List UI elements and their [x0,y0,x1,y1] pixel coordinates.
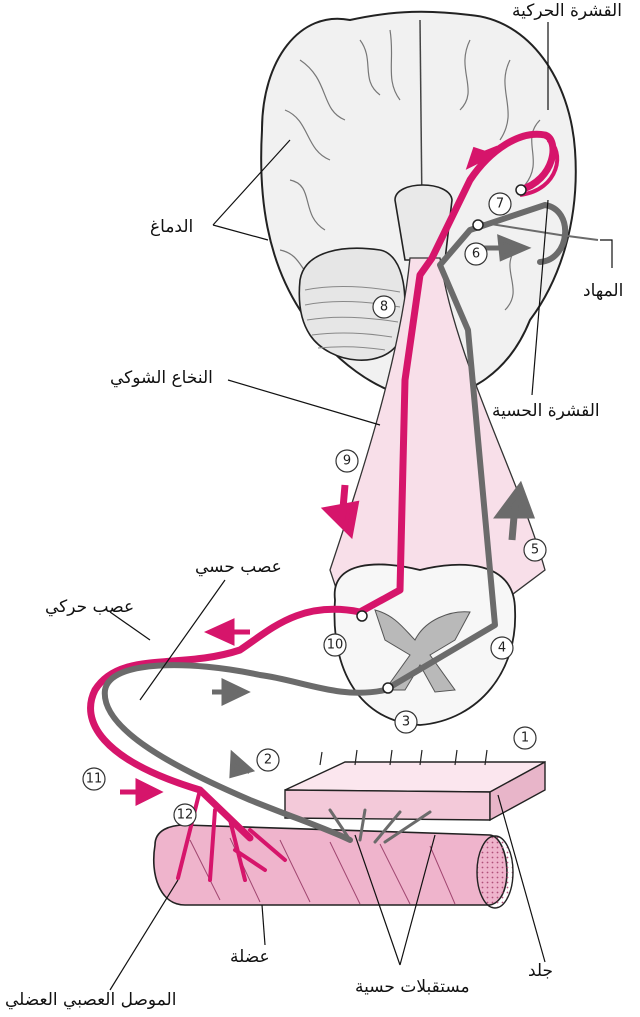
synapse-dot [382,682,394,694]
step-4: 4 [490,636,514,660]
step-10: 10 [323,633,347,657]
step-5: 5 [523,538,547,562]
svg-text:10: 10 [327,638,344,653]
step-11: 11 [82,767,106,791]
skin-block [284,749,546,822]
svg-text:7: 7 [496,197,504,212]
label-motor-nerve: عصب حركي [45,597,134,617]
svg-text:9: 9 [343,454,351,469]
label-spinal-cord: النخاع الشوكي [110,368,213,388]
label-sensory-nerve: عصب حسي [195,557,282,577]
label-motor-cortex: القشرة الحركية [512,1,622,21]
svg-text:12: 12 [177,808,194,823]
step-12: 12 [173,803,197,827]
label-sensory-cortex: القشرة الحسية [492,401,600,421]
svg-text:8: 8 [380,300,388,315]
label-muscle: عضلة [230,947,270,967]
muscle [153,824,514,909]
svg-text:2: 2 [264,753,272,768]
svg-text:6: 6 [472,247,480,262]
spinal-cord-section [333,563,516,726]
arrows [120,145,536,807]
svg-text:11: 11 [86,772,103,787]
label-sensory-receptors: مستقبلات حسية [355,977,470,997]
step-6: 6 [464,242,488,266]
label-skin: جلد [528,961,553,981]
sensory-pathway [101,202,599,844]
svg-text:1: 1 [521,731,529,746]
synapse-dot [356,610,368,622]
step-8: 8 [372,295,396,319]
svg-text:5: 5 [531,543,539,558]
label-brain: الدماغ [150,217,193,237]
leader-lines [109,22,613,991]
label-neuromuscular-junction: الموصل العصبي العضلي [5,990,176,1010]
step-9: 9 [335,449,359,473]
svg-text:3: 3 [402,715,410,730]
motor-pathway [87,130,560,882]
synapse-dot [515,184,527,196]
step-7: 7 [488,192,512,216]
step-3: 3 [394,710,418,734]
step-1: 1 [513,726,537,750]
step-2: 2 [256,748,280,772]
label-thalamus: المهاد [583,281,623,301]
synapse-dot [472,219,484,231]
svg-text:4: 4 [498,641,506,656]
